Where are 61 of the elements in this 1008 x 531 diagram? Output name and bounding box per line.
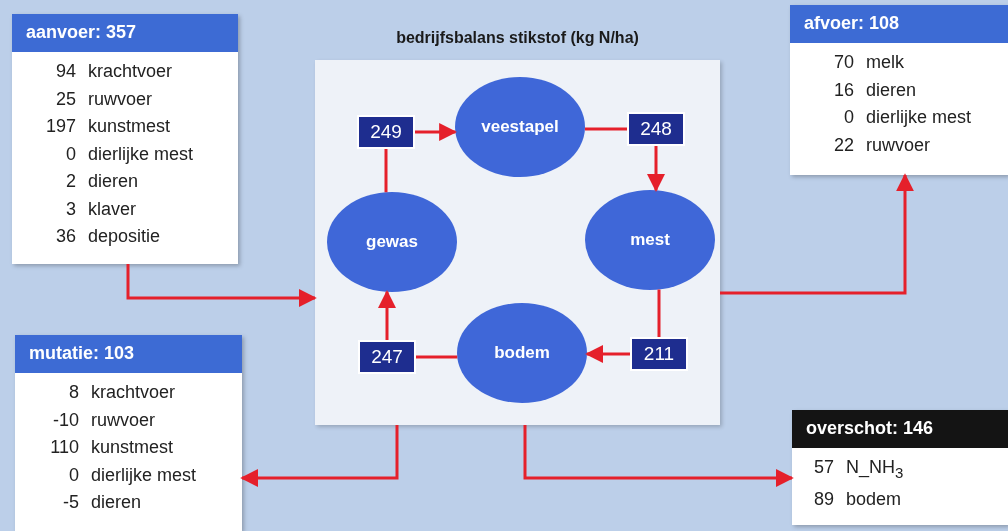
node-label: mest bbox=[630, 230, 670, 250]
item-label: klaver bbox=[88, 197, 137, 221]
card-title: overschot: 146 bbox=[792, 410, 1008, 448]
table-card bbox=[790, 5, 1008, 175]
value-text: 16 bbox=[832, 78, 854, 102]
node-label: veestapel bbox=[481, 117, 559, 137]
value-text: 89 bbox=[812, 488, 834, 512]
value-text: 0 bbox=[65, 142, 76, 166]
value-text: 25 bbox=[54, 87, 76, 111]
value-text: 8 bbox=[68, 381, 79, 404]
value-box: 249 bbox=[357, 115, 415, 149]
value-text: 3 bbox=[65, 197, 76, 221]
value-text: 70 bbox=[832, 51, 854, 74]
arrow bbox=[720, 173, 914, 295]
arrow bbox=[378, 290, 396, 340]
table-card bbox=[792, 410, 1008, 525]
arrow bbox=[126, 264, 317, 307]
item-label: dierlijke mest bbox=[866, 106, 973, 129]
panel-label: bedrijfsbalans stikstof (kg N/ha) bbox=[395, 29, 640, 47]
value-text: -10 bbox=[52, 408, 79, 432]
value-text: 0 bbox=[68, 463, 79, 487]
card-title: afvoer: 108 bbox=[790, 5, 1008, 43]
item-label: dieren bbox=[91, 491, 143, 514]
item-label: depositie bbox=[88, 225, 162, 248]
item-label: dierlijke mest bbox=[91, 463, 198, 487]
card-title: aanvoer: 357 bbox=[12, 14, 238, 52]
item-label: ruwvoer bbox=[88, 87, 154, 111]
item-label: melk bbox=[866, 51, 905, 74]
item-label: dierlijke mest bbox=[88, 142, 195, 166]
table-card bbox=[12, 14, 238, 264]
value-text: 110 bbox=[49, 436, 79, 459]
value-text: 197 bbox=[44, 115, 76, 138]
card-title: mutatie: 103 bbox=[15, 335, 242, 373]
item-label: bodem bbox=[846, 488, 903, 512]
arrow bbox=[647, 146, 665, 192]
item-label: kunstmest bbox=[91, 436, 175, 459]
node-label: bodem bbox=[494, 343, 550, 363]
item-label: N_NH$_{3}$ bbox=[846, 456, 905, 483]
value-text: -5 bbox=[62, 491, 79, 514]
item-label: krachtvoer bbox=[91, 381, 177, 404]
arrow bbox=[585, 345, 630, 363]
item-label: krachtvoer bbox=[88, 60, 174, 83]
item-label: ruwvoer bbox=[91, 408, 157, 432]
value-text: 57 bbox=[812, 456, 834, 479]
node-label: gewas bbox=[366, 232, 418, 252]
value-box: 248 bbox=[627, 112, 685, 146]
arrow bbox=[240, 425, 399, 487]
value-text: 0 bbox=[843, 106, 854, 129]
table-card bbox=[15, 335, 242, 531]
value-box: 211 bbox=[630, 337, 688, 371]
item-label: dieren bbox=[866, 78, 918, 102]
arrow bbox=[415, 123, 458, 141]
value-text: 2 bbox=[65, 170, 76, 193]
value-box: 247 bbox=[358, 340, 416, 374]
value-text: 94 bbox=[54, 60, 76, 83]
value-text: 36 bbox=[54, 225, 76, 248]
item-label: dieren bbox=[88, 170, 140, 193]
item-label: kunstmest bbox=[88, 115, 172, 138]
item-label: ruwvoer bbox=[866, 133, 932, 157]
value-text: 22 bbox=[832, 133, 854, 157]
arrow bbox=[523, 425, 794, 487]
